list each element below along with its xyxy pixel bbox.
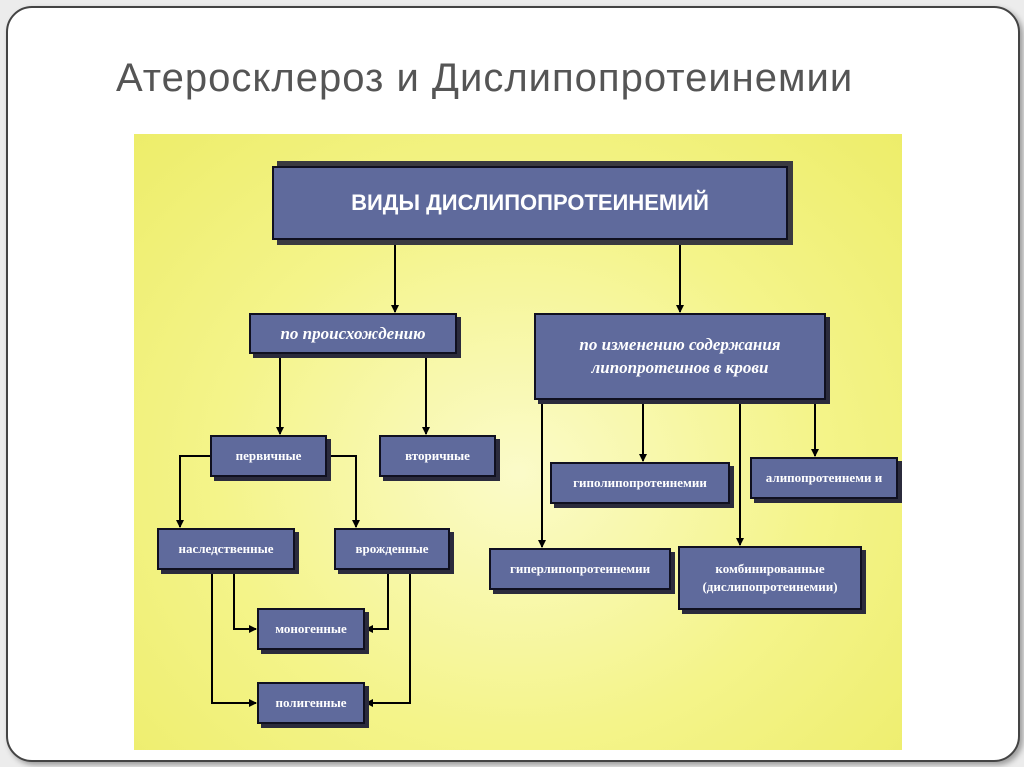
blood-change-line2: липопротеинов в крови: [591, 357, 769, 377]
arrow-hereditary-polygenic: [211, 570, 257, 707]
arrow-hereditary-monogenic: [233, 570, 257, 633]
box-primary: первичные: [210, 435, 327, 477]
combined-line2: (дислипопротеинемии): [702, 579, 838, 594]
box-alipoproteinemia: алипопротеинеми и: [750, 457, 898, 499]
arrow-primary-congenital: [327, 455, 360, 528]
box-hereditary: наследственные: [157, 528, 295, 570]
arrow-congenital-polygenic: [365, 570, 411, 707]
box-root-types: ВИДЫ ДИСЛИПОПРОТЕИНЕМИЙ: [272, 166, 788, 240]
combined-line1: комбинированные: [715, 561, 825, 577]
arrow-congenital-monogenic: [365, 570, 389, 633]
box-by-origin: по происхождению: [249, 313, 457, 354]
box-by-blood-lipoprotein-change: по изменению содержания липопротеинов в …: [534, 313, 826, 400]
box-secondary: вторичные: [379, 435, 496, 477]
box-hypolipoproteinemia: гиполипопротеинемии: [550, 462, 730, 504]
box-hyperlipoproteinemia: гиперлипопротеинемии: [489, 548, 671, 590]
slide-title: Атеросклероз и Дислипопротеинемии: [116, 56, 854, 100]
arrow-primary-hereditary: [176, 455, 210, 528]
box-polygenic: полигенные: [257, 682, 365, 724]
box-combined: комбинированные (дислипопротеинемии): [678, 546, 862, 610]
blood-change-line1: по изменению содержания: [579, 334, 781, 354]
box-monogenic: моногенные: [257, 608, 365, 650]
box-congenital: врожденные: [334, 528, 450, 570]
